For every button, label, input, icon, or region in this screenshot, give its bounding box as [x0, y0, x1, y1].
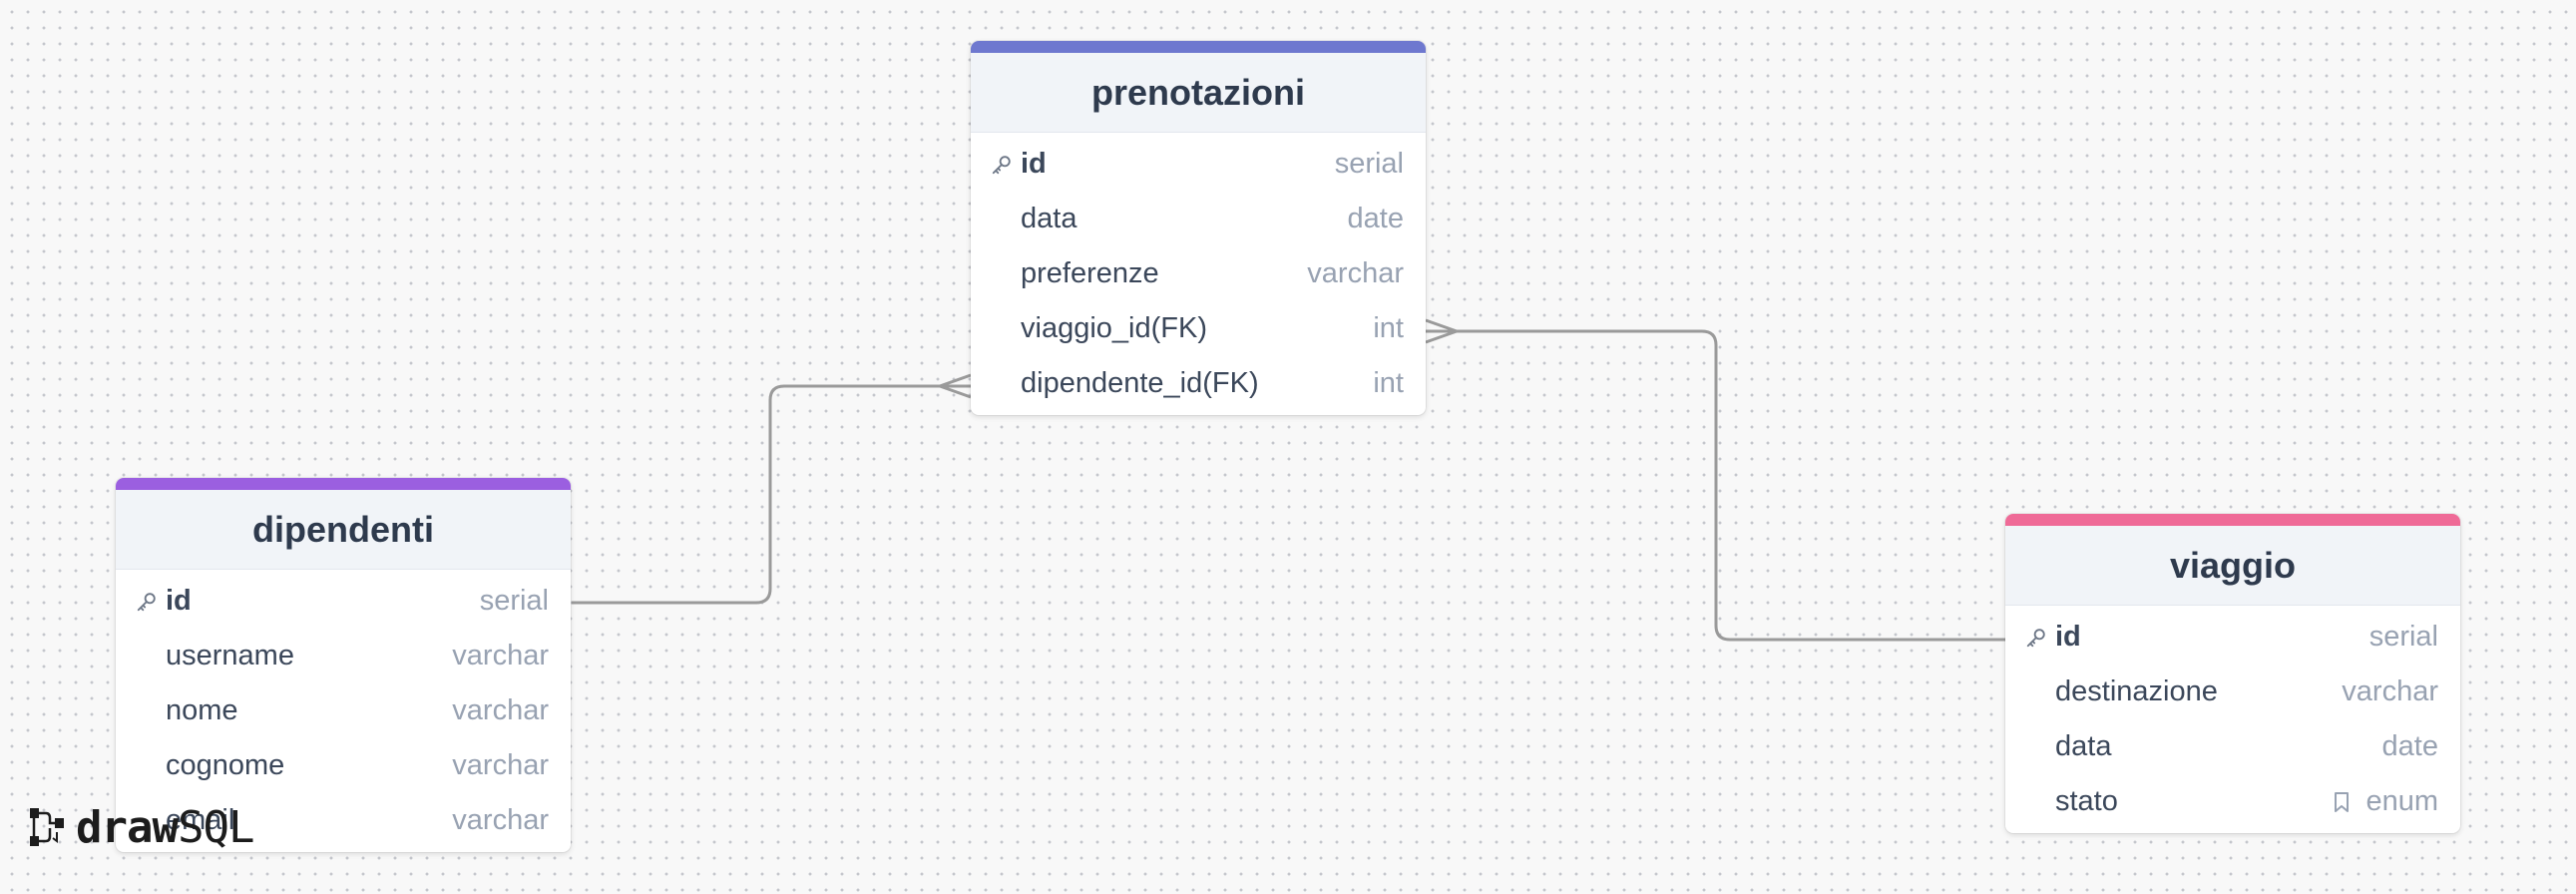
- column-row-username[interactable]: username varchar: [116, 629, 571, 683]
- key-icon: [137, 592, 156, 611]
- column-row-id[interactable]: id serial: [971, 137, 1426, 192]
- column-name: email: [166, 804, 235, 836]
- table-accent-bar: [971, 41, 1426, 53]
- column-row-stato[interactable]: stato enum: [2005, 774, 2460, 829]
- bookmark-icon: [2332, 791, 2352, 813]
- column-row-id[interactable]: id serial: [2005, 610, 2460, 665]
- table-accent-bar: [2005, 514, 2460, 526]
- crowfoot-viaggio-prenotazioni-icon: [1425, 318, 1458, 344]
- column-type: varchar: [2342, 675, 2438, 707]
- column-name: data: [1021, 203, 1077, 234]
- relation-viaggio-prenotazioni[interactable]: [1426, 329, 2005, 642]
- brand-draw-text: draw: [76, 801, 179, 853]
- column-row-dipendente-id[interactable]: dipendente_id(FK) int: [971, 356, 1426, 411]
- column-name: username: [166, 640, 294, 671]
- column-type: varchar: [452, 804, 549, 836]
- column-row-email[interactable]: email varchar: [116, 793, 571, 848]
- column-type: serial: [2368, 621, 2438, 653]
- key-icon: [992, 155, 1011, 174]
- column-name: id: [1021, 148, 1047, 180]
- column-row-cognome[interactable]: cognome varchar: [116, 738, 571, 793]
- column-row-viaggio-id[interactable]: viaggio_id(FK) int: [971, 301, 1426, 356]
- column-type: int: [1373, 312, 1404, 344]
- key-icon: [2026, 628, 2045, 647]
- column-type: varchar: [1307, 257, 1404, 289]
- column-name: id: [166, 585, 192, 617]
- column-name: cognome: [166, 749, 285, 781]
- column-type: varchar: [452, 694, 549, 726]
- column-row-preferenze[interactable]: preferenze varchar: [971, 246, 1426, 301]
- column-name: nome: [166, 694, 238, 726]
- table-title[interactable]: prenotazioni: [971, 53, 1426, 133]
- brand-sql-text: SQL: [177, 801, 254, 853]
- column-type: date: [1347, 203, 1404, 234]
- table-viaggio[interactable]: viaggio id serial destinazione varchar d…: [2005, 514, 2460, 833]
- column-name: preferenze: [1021, 257, 1159, 289]
- column-row-destinazione[interactable]: destinazione varchar: [2005, 665, 2460, 719]
- column-type: varchar: [452, 640, 549, 671]
- column-row-id[interactable]: id serial: [116, 574, 571, 629]
- column-type: serial: [1334, 148, 1404, 180]
- column-row-nome[interactable]: nome varchar: [116, 683, 571, 738]
- column-name: destinazione: [2055, 675, 2218, 707]
- column-type: date: [2381, 730, 2438, 762]
- relation-dipendenti-prenotazioni[interactable]: [572, 384, 971, 605]
- column-row-data[interactable]: data date: [2005, 719, 2460, 774]
- column-type: int: [1373, 367, 1404, 399]
- column-type: serial: [479, 585, 549, 617]
- column-type: enum: [2365, 785, 2438, 817]
- table-prenotazioni[interactable]: prenotazioni id serial data date prefere…: [971, 41, 1426, 415]
- column-name: dipendente_id(FK): [1021, 367, 1259, 399]
- column-row-data[interactable]: data date: [971, 192, 1426, 246]
- column-name: data: [2055, 730, 2112, 762]
- column-name: id: [2055, 621, 2081, 653]
- table-title[interactable]: viaggio: [2005, 526, 2460, 606]
- crowfoot-dipendenti-prenotazioni-icon: [939, 373, 972, 399]
- column-type-enum: enum: [2332, 785, 2438, 818]
- column-type: varchar: [452, 749, 549, 781]
- table-accent-bar: [116, 478, 571, 490]
- table-dipendenti[interactable]: dipendenti id serial username varchar no…: [116, 478, 571, 852]
- table-title[interactable]: dipendenti: [116, 490, 571, 570]
- drawsql-logo-icon: [28, 806, 68, 848]
- column-name: viaggio_id(FK): [1021, 312, 1207, 344]
- column-name: stato: [2055, 785, 2118, 817]
